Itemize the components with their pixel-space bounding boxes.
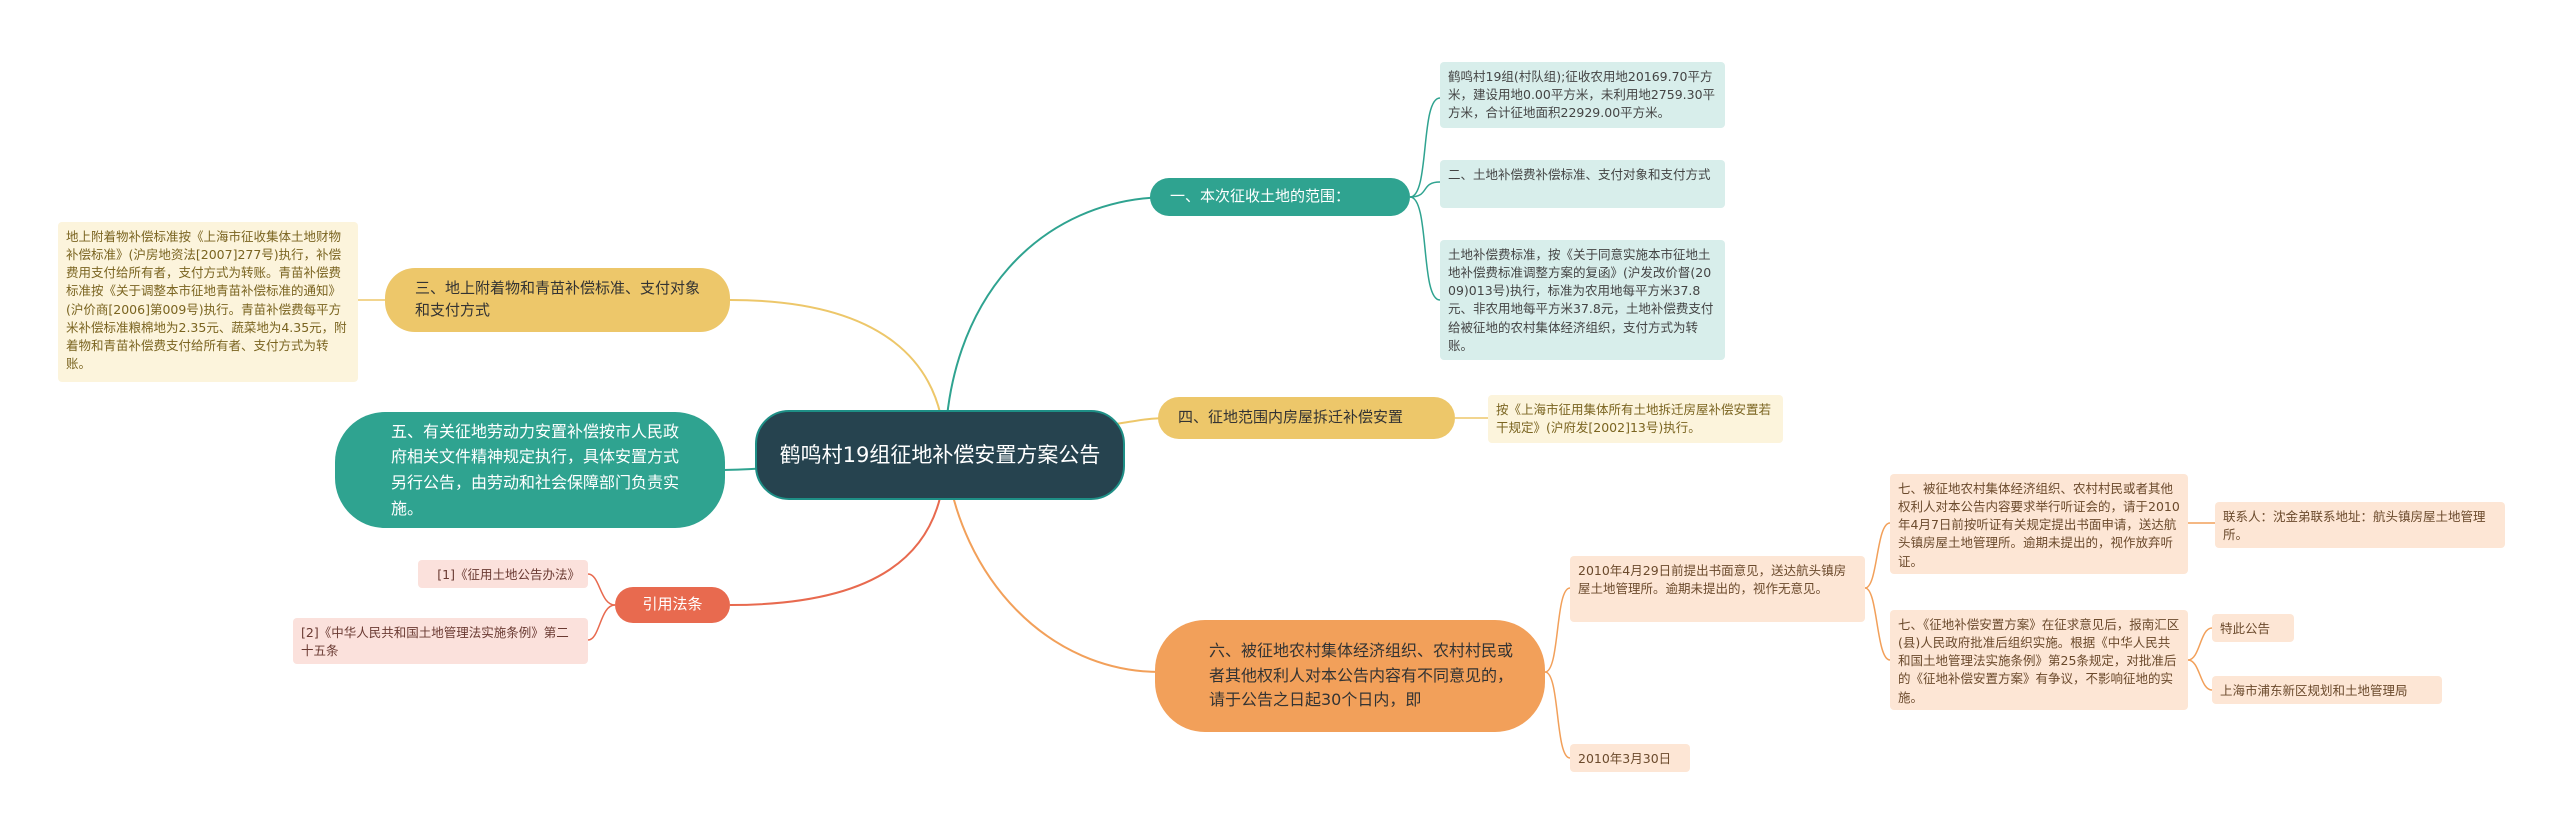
leaf-land-compensation-standard-text: 土地补偿费标准，按《关于同意实施本市征地土地补偿费标准调整方案的复函》(沪发改价… — [1448, 247, 1714, 353]
leaf-attachments-standard-text: 地上附着物补偿标准按《上海市征收集体土地财物补偿标准》(沪房地资法[2007]2… — [66, 229, 347, 371]
branch-attachments-compensation-label: 三、地上附着物和青苗补偿标准、支付对象和支付方式 — [415, 279, 701, 319]
leaf-reference-1[interactable]: [1]《征用土地公告办法》 — [418, 560, 588, 588]
leaf-land-compensation-heading-text: 二、土地补偿费补偿标准、支付对象和支付方式 — [1448, 167, 1711, 182]
leaf-land-compensation-standard[interactable]: 土地补偿费标准，按《关于同意实施本市征地土地补偿费标准调整方案的复函》(沪发改价… — [1440, 240, 1725, 360]
leaf-reference-2[interactable]: [2]《中华人民共和国土地管理法实施条例》第二十五条 — [293, 618, 588, 664]
leaf-attachments-standard[interactable]: 地上附着物补偿标准按《上海市征收集体土地财物补偿标准》(沪房地资法[2007]2… — [58, 222, 358, 382]
leaf-contact-info[interactable]: 联系人：沈金弟联系地址：航头镇房屋土地管理所。 — [2215, 502, 2505, 548]
leaf-house-relocation-rule-text: 按《上海市征用集体所有土地拆迁房屋补偿安置若干规定》(沪府发[2002]13号)… — [1496, 402, 1772, 436]
branch-objection-period[interactable]: 六、被征地农村集体经济组织、农村村民或者其他权利人对本公告内容有不同意见的，请于… — [1155, 620, 1545, 732]
leaf-land-compensation-heading[interactable]: 二、土地补偿费补偿标准、支付对象和支付方式 — [1440, 160, 1725, 208]
branch-house-relocation-label: 四、征地范围内房屋拆迁补偿安置 — [1178, 408, 1404, 427]
leaf-plan-approval-text: 七、《征地补偿安置方案》在征求意见后，报南汇区(县)人民政府批准后组织实施。根据… — [1898, 617, 2180, 705]
leaf-hearing-request[interactable]: 七、被征地农村集体经济组织、农村村民或者其他权利人对本公告内容要求举行听证会的，… — [1890, 474, 2188, 574]
branch-legal-references-label: 引用法条 — [642, 595, 703, 614]
leaf-plan-approval[interactable]: 七、《征地补偿安置方案》在征求意见后，报南汇区(县)人民政府批准后组织实施。根据… — [1890, 610, 2188, 710]
leaf-house-relocation-rule[interactable]: 按《上海市征用集体所有土地拆迁房屋补偿安置若干规定》(沪府发[2002]13号)… — [1488, 395, 1783, 443]
leaf-land-area[interactable]: 鹤鸣村19组(村队组);征收农用地20169.70平方米，建设用地0.00平方米… — [1440, 62, 1725, 128]
leaf-issuing-authority[interactable]: 上海市浦东新区规划和土地管理局 — [2212, 676, 2442, 704]
leaf-announcement-date-text: 2010年3月30日 — [1578, 751, 1672, 766]
leaf-contact-info-text: 联系人：沈金弟联系地址：航头镇房屋土地管理所。 — [2223, 509, 2486, 543]
branch-attachments-compensation[interactable]: 三、地上附着物和青苗补偿标准、支付对象和支付方式 — [385, 268, 730, 332]
leaf-reference-2-text: [2]《中华人民共和国土地管理法实施条例》第二十五条 — [301, 625, 569, 659]
central-topic-label: 鹤鸣村19组征地补偿安置方案公告 — [779, 442, 1101, 467]
leaf-issuing-authority-text: 上海市浦东新区规划和土地管理局 — [2220, 683, 2408, 698]
leaf-notice-closing[interactable]: 特此公告 — [2212, 614, 2294, 642]
central-topic[interactable]: 鹤鸣村19组征地补偿安置方案公告 — [755, 410, 1125, 500]
branch-land-scope[interactable]: 一、本次征收土地的范围： — [1150, 178, 1410, 216]
leaf-land-area-text: 鹤鸣村19组(村队组);征收农用地20169.70平方米，建设用地0.00平方米… — [1448, 69, 1716, 121]
leaf-hearing-request-text: 七、被征地农村集体经济组织、农村村民或者其他权利人对本公告内容要求举行听证会的，… — [1898, 481, 2180, 569]
leaf-reference-1-text: [1]《征用土地公告办法》 — [437, 567, 580, 582]
leaf-objection-deadline[interactable]: 2010年4月29日前提出书面意见，送达航头镇房屋土地管理所。逾期未提出的，视作… — [1570, 556, 1865, 622]
branch-labor-resettlement-label: 五、有关征地劳动力安置补偿按市人民政府相关文件精神规定执行，具体安置方式另行公告… — [391, 421, 680, 518]
leaf-notice-closing-text: 特此公告 — [2220, 621, 2271, 636]
branch-objection-period-label: 六、被征地农村集体经济组织、农村村民或者其他权利人对本公告内容有不同意见的，请于… — [1209, 640, 1514, 710]
leaf-objection-deadline-text: 2010年4月29日前提出书面意见，送达航头镇房屋土地管理所。逾期未提出的，视作… — [1578, 563, 1847, 597]
branch-legal-references[interactable]: 引用法条 — [615, 587, 730, 623]
branch-labor-resettlement[interactable]: 五、有关征地劳动力安置补偿按市人民政府相关文件精神规定执行，具体安置方式另行公告… — [335, 412, 725, 528]
branch-house-relocation[interactable]: 四、征地范围内房屋拆迁补偿安置 — [1158, 397, 1455, 439]
leaf-announcement-date[interactable]: 2010年3月30日 — [1570, 744, 1690, 772]
branch-land-scope-label: 一、本次征收土地的范围： — [1170, 187, 1351, 206]
